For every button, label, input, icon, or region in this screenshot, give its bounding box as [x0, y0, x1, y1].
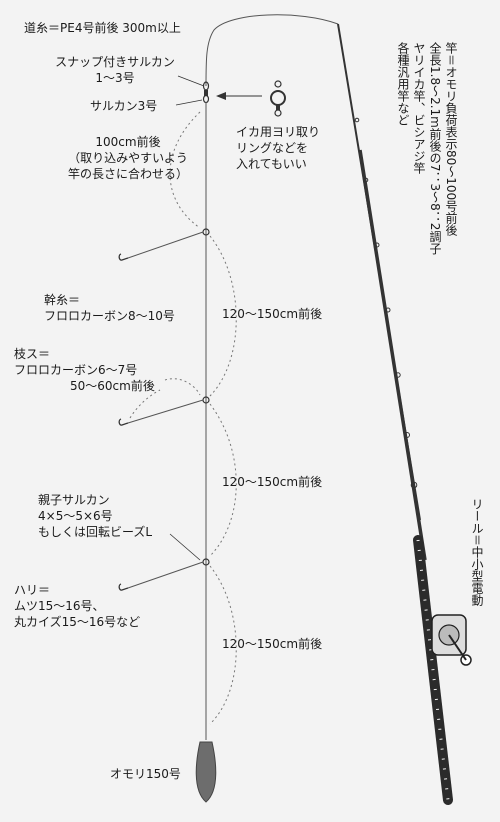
hook-icon — [118, 583, 129, 591]
gap-length-label-3: 120〜150cm前後 — [222, 637, 323, 651]
ring-note-label: イカ用ヨリ取り リングなどを 入れてもいい — [236, 125, 321, 171]
leader-length-label: 100cm前後 （取り込みやすいよう 竿の長さに合わせる） — [67, 135, 188, 181]
swivel-label: サルカン3号 — [90, 99, 158, 113]
sinker-icon — [195, 730, 217, 803]
reel-label: リール＝中小型電動 — [470, 498, 484, 607]
sinker-label: オモリ150号 — [110, 767, 181, 781]
gap-length-label-1: 120〜150cm前後 — [222, 307, 323, 321]
gap-length-label-2: 120〜150cm前後 — [222, 475, 323, 489]
branch-line — [127, 399, 204, 424]
branch-line — [127, 561, 204, 589]
main-line — [205, 14, 339, 87]
hook-label: ハリ＝ ムツ15〜16号、 丸カイズ15〜16号など — [14, 583, 141, 629]
hook-icon — [118, 253, 129, 261]
branch-line-label: 枝ス＝ フロロカーボン6〜7号 50〜60cm前後 — [14, 347, 155, 393]
triple-swivel-label: 親子サルカン 4×5〜5×6号 もしくは回転ビーズL — [38, 493, 153, 539]
ring-swivel-icon — [270, 80, 286, 117]
electric-reel-icon — [431, 614, 472, 666]
branch-line — [127, 231, 204, 259]
trunk-line-label: 幹糸＝ フロロカーボン8〜10号 — [44, 293, 175, 323]
fishing-rod-icon — [337, 23, 453, 805]
rod-label: 竿＝オモリ負荷表示80〜100号前後 全長1.8〜2.1m前後の7：3〜8：2調… — [396, 42, 458, 255]
main-line-label: 道糸＝PE4号前後 300m以上 — [24, 21, 181, 35]
snap-swivel-label: スナップ付きサルカン 1〜3号 — [55, 55, 175, 85]
hook-icon — [118, 418, 129, 426]
